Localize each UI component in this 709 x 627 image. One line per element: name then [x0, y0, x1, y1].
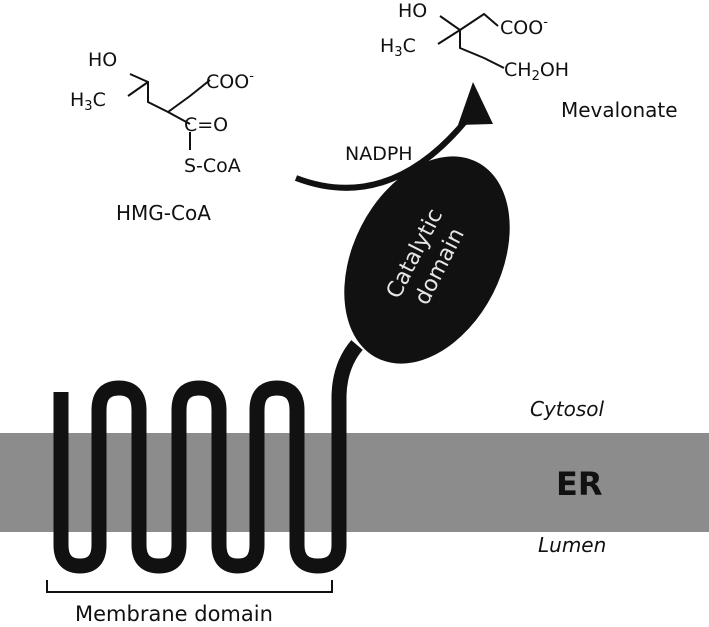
- hmg-coa-h3c: H3C: [70, 89, 106, 114]
- nadph-label: NADPH: [345, 143, 413, 165]
- membrane-domain-label: Membrane domain: [75, 602, 273, 626]
- er-membrane-band: [0, 433, 709, 532]
- mevalonate-structure: HO H3C COO- CH2OH Mevalonate: [380, 0, 678, 122]
- hmg-coa-carbonyl: C=O: [184, 114, 228, 136]
- hmg-coa-ho: HO: [88, 49, 117, 71]
- mevalonate-ch2oh: CH2OH: [504, 59, 569, 84]
- cytosol-label: Cytosol: [530, 397, 605, 421]
- membrane-domain-bracket: [46, 580, 333, 593]
- mevalonate-name: Mevalonate: [561, 98, 678, 122]
- mevalonate-ho: HO: [398, 0, 427, 22]
- hmg-coa-structure: HO H3C COO- C=O S-CoA HMG-CoA: [70, 49, 254, 225]
- mevalonate-h3c: H3C: [380, 35, 416, 60]
- hmg-coa-scoa: S-CoA: [184, 155, 241, 177]
- reaction-arrow: [294, 116, 471, 191]
- catalytic-domain-ellipse: [344, 156, 510, 364]
- er-label: ER: [556, 465, 603, 503]
- hmg-coa-name: HMG-CoA: [116, 201, 211, 225]
- mevalonate-coo: COO-: [500, 15, 548, 39]
- membrane-domain-helices: [53, 340, 363, 574]
- lumen-label: Lumen: [538, 533, 606, 557]
- reaction-arrowhead: [458, 82, 493, 125]
- hmg-coa-coo: COO-: [206, 69, 254, 93]
